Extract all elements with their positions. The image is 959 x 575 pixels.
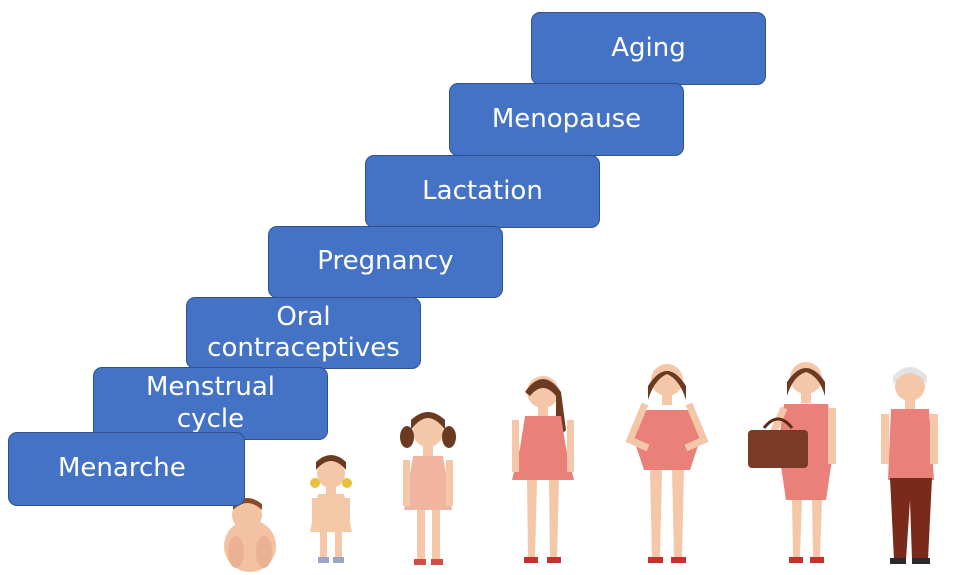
stage-oral-label-line1: Oral bbox=[207, 302, 400, 333]
child-figure bbox=[400, 412, 456, 565]
stage-menopause-box: Menopause bbox=[449, 83, 684, 156]
stage-menarche-box: Menarche bbox=[8, 432, 245, 506]
stage-menopause-label: Menopause bbox=[492, 104, 641, 135]
stage-menstrual-cycle-box: Menstrual cycle bbox=[93, 367, 328, 440]
stage-pregnancy-label: Pregnancy bbox=[317, 246, 453, 277]
baby-figure bbox=[224, 498, 276, 572]
stage-oral-label-line2: contraceptives bbox=[207, 333, 400, 364]
elderly-figure bbox=[881, 367, 938, 564]
stage-oral-contraceptives-box: Oral contraceptives bbox=[186, 297, 421, 369]
stage-menstrual-label-line1: Menstrual bbox=[146, 372, 275, 403]
woman-figure bbox=[630, 364, 704, 563]
stage-aging-box: Aging bbox=[531, 12, 766, 85]
stage-menstrual-label-line2: cycle bbox=[146, 404, 275, 435]
toddler-figure bbox=[310, 455, 352, 563]
teen-figure bbox=[512, 376, 574, 563]
stage-menarche-label: Menarche bbox=[58, 453, 186, 484]
stage-lactation-box: Lactation bbox=[365, 155, 600, 228]
stage-lactation-label: Lactation bbox=[422, 176, 543, 207]
mother-figure bbox=[748, 362, 836, 563]
stage-pregnancy-box: Pregnancy bbox=[268, 226, 503, 298]
stage-aging-label: Aging bbox=[611, 33, 686, 64]
